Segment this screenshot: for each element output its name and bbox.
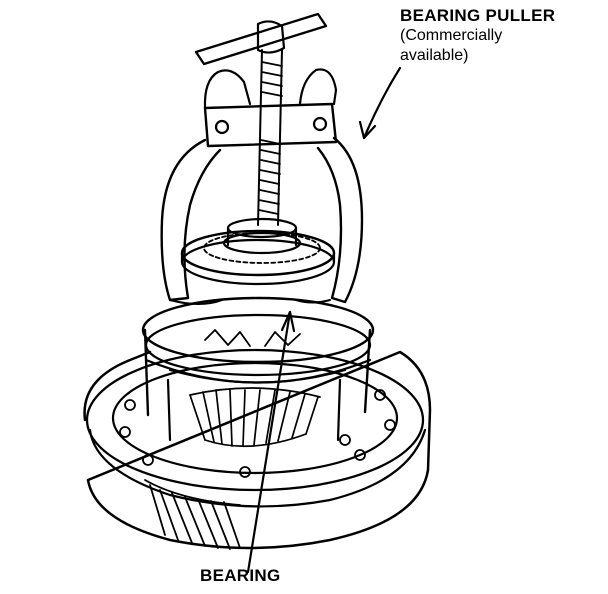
side-gear-teeth xyxy=(189,387,321,448)
t-handle xyxy=(194,12,328,66)
commercially-note-line2: available) xyxy=(400,47,469,64)
differential-case xyxy=(83,296,432,550)
yoke xyxy=(203,102,338,148)
bearing-puller-label: BEARING PULLER xyxy=(400,6,556,25)
bearing-label: BEARING xyxy=(200,566,281,585)
bearing xyxy=(180,217,336,286)
bearing-puller-callout: BEARING PULLER (Commercially available) xyxy=(400,6,555,66)
flange-outline xyxy=(83,350,432,550)
flange-bolt-holes xyxy=(119,389,396,478)
puller-leader-line xyxy=(362,66,402,140)
commercially-note-line1: (Commercially xyxy=(400,27,503,44)
puller-leg-right xyxy=(316,136,364,304)
bearing-puller xyxy=(160,12,364,305)
ring-gear-teeth xyxy=(144,479,241,550)
puller-leg-left xyxy=(160,138,222,302)
forcing-screw xyxy=(257,49,283,226)
bearing-leader-line xyxy=(246,310,292,574)
